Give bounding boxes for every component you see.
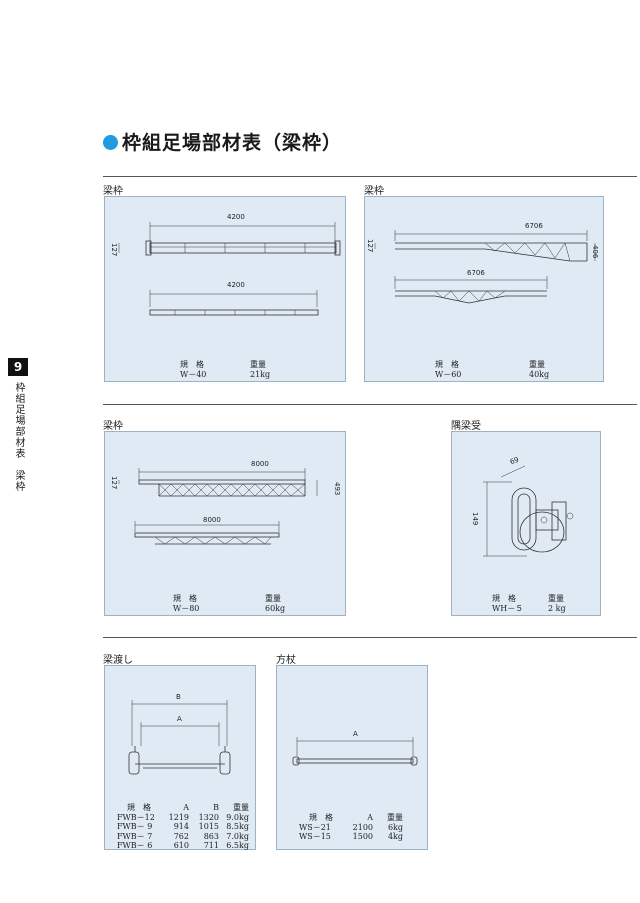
dim-top-length: 8000 bbox=[251, 460, 269, 468]
dim-outer: B bbox=[176, 693, 181, 701]
beam-w60-drawing bbox=[374, 230, 596, 304]
dim-depth: 406 bbox=[591, 245, 599, 259]
bullet-dot-icon bbox=[103, 135, 118, 150]
page-title: 枠組足場部材表（梁枠） bbox=[103, 128, 342, 155]
section-label-beam-w60: 梁枠 bbox=[364, 186, 384, 197]
table-row: FWB－12 1219 1320 9.0kg bbox=[117, 812, 249, 822]
table-header-row: 規 格 A 重量 bbox=[309, 813, 403, 822]
dim-top-length: 4200 bbox=[227, 213, 245, 221]
dim-height: 127 bbox=[366, 239, 374, 253]
dim-bottom-length: 6706 bbox=[467, 269, 485, 277]
dim-bottom-length: 4200 bbox=[227, 281, 245, 289]
dim-bottom-length: 8000 bbox=[203, 516, 221, 524]
section-label-rod: 方杖 bbox=[276, 655, 296, 666]
spec-table: 規 格 A 重量 WS－21 2100 6kg WS－15 1500 4kg bbox=[299, 813, 403, 842]
dim-depth: 493 bbox=[333, 482, 341, 496]
section-label-bridge: 梁渡し bbox=[103, 655, 133, 666]
dim-length: A bbox=[353, 730, 358, 738]
chapter-side-title: 枠組足場部材表 梁枠 bbox=[13, 382, 24, 492]
bridge-panel: B A 規 格 A B 重量 FWB－12 1219 1320 9.0kg FW… bbox=[104, 665, 256, 850]
divider bbox=[103, 637, 637, 638]
section-label-beam-w40: 梁枠 bbox=[103, 186, 123, 197]
table-header-row: 規 格 A B 重量 bbox=[127, 803, 249, 812]
dim-height: 149 bbox=[471, 512, 479, 526]
table-row: WS－21 2100 6kg bbox=[299, 822, 403, 832]
bridge-drawing bbox=[128, 700, 231, 775]
section-label-beam-w80: 梁枠 bbox=[103, 421, 123, 432]
beam-w80-drawing bbox=[118, 468, 318, 545]
chapter-number-tab: 9 bbox=[8, 358, 28, 376]
dim-height: 127 bbox=[110, 476, 118, 490]
dim-height: 127 bbox=[110, 243, 118, 257]
beam-w40-drawing bbox=[118, 222, 341, 316]
divider bbox=[103, 176, 637, 177]
spec-table: 規 格 A B 重量 FWB－12 1219 1320 9.0kg FWB－ 9… bbox=[117, 803, 249, 851]
table-row: FWB－ 6 610 711 6.5kg bbox=[117, 841, 249, 850]
section-label-corner: 隅梁受 bbox=[451, 421, 481, 432]
dim-top-length: 6706 bbox=[525, 222, 543, 230]
rod-panel: A 規 格 A 重量 WS－21 2100 6kg WS－15 1500 4kg bbox=[276, 665, 428, 850]
table-row: WS－15 1500 4kg bbox=[299, 832, 403, 841]
dim-inner: A bbox=[177, 715, 182, 723]
table-row: FWB－ 7 762 863 7.0kg bbox=[117, 831, 249, 841]
divider bbox=[103, 404, 637, 405]
corner-support-drawing bbox=[483, 465, 574, 557]
rod-drawing bbox=[292, 737, 418, 766]
table-row: FWB－ 9 914 1015 8.5kg bbox=[117, 822, 249, 831]
